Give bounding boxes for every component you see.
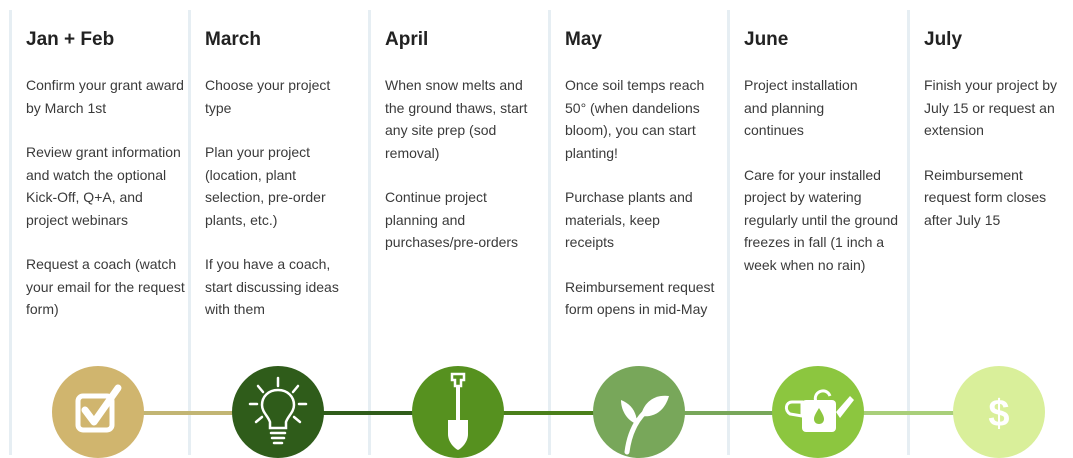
timeline-column-may: May Once soil temps reach 50° (when dand… bbox=[565, 28, 725, 343]
timeline-step: Once soil temps reach 50° (when dandelio… bbox=[565, 77, 705, 161]
timeline-column-jan-feb: Jan + Feb Confirm your grant award by Ma… bbox=[26, 28, 186, 343]
checkbox-icon bbox=[75, 384, 122, 433]
watering-can-icon bbox=[784, 389, 854, 432]
shovel-icon bbox=[448, 372, 468, 450]
timeline-step: Review grant information and watch the o… bbox=[26, 144, 181, 228]
timeline-step: Reimbursement request form opens in mid-… bbox=[565, 278, 715, 318]
month-title: May bbox=[565, 29, 602, 50]
month-title: March bbox=[205, 29, 261, 50]
timeline-step: When snow melts and the ground thaws, st… bbox=[385, 77, 528, 161]
timeline-step: If you have a coach, start discussing id… bbox=[205, 256, 339, 317]
month-title: April bbox=[385, 29, 429, 50]
milestone-circle-april bbox=[412, 366, 504, 458]
column-divider bbox=[727, 10, 730, 455]
sprout-icon bbox=[621, 395, 669, 455]
lightbulb-icon bbox=[248, 376, 308, 445]
milestone-circle-jan-feb bbox=[52, 366, 144, 458]
column-divider bbox=[188, 10, 191, 455]
timeline-step: Plan your project (location, plant selec… bbox=[205, 144, 326, 228]
milestone-circle-may bbox=[593, 366, 685, 458]
timeline-step: Purchase plants and materials, keep rece… bbox=[565, 189, 693, 250]
timeline-step: Continue project planning and purchases/… bbox=[385, 189, 519, 250]
timeline-column-june: June Project installation and planning c… bbox=[744, 28, 904, 298]
month-title: July bbox=[924, 29, 963, 50]
timeline-column-march: March Choose your project type Plan your… bbox=[205, 28, 365, 343]
column-divider bbox=[9, 10, 12, 455]
milestone-circle-march bbox=[232, 366, 324, 458]
column-divider bbox=[548, 10, 551, 455]
milestone-circle-july: $ bbox=[953, 366, 1045, 458]
timeline-step: Choose your project type bbox=[205, 77, 331, 116]
column-divider bbox=[368, 10, 371, 455]
month-title: June bbox=[744, 29, 789, 50]
timeline-step: Finish your project by July 15 or reques… bbox=[924, 77, 1058, 138]
timeline-connector bbox=[320, 411, 418, 415]
column-divider bbox=[907, 10, 910, 455]
timeline-connector bbox=[500, 411, 598, 415]
dollar-icon: $ bbox=[988, 393, 1009, 435]
timeline-connector bbox=[143, 411, 238, 415]
milestone-circle-june bbox=[772, 366, 864, 458]
timeline-step: Request a coach (watch your email for th… bbox=[26, 256, 185, 317]
timeline-connector bbox=[680, 411, 778, 415]
timeline-step: Project installation and planning contin… bbox=[744, 77, 858, 138]
timeline-column-april: April When snow melts and the ground tha… bbox=[385, 28, 545, 276]
timeline-step: Reimbursement request form closes after … bbox=[924, 166, 1047, 228]
svg-text:$: $ bbox=[988, 393, 1009, 435]
timeline-step: Confirm your grant award by March 1st bbox=[26, 77, 184, 116]
timeline-connector bbox=[860, 411, 958, 415]
month-title: Jan + Feb bbox=[26, 29, 115, 50]
timeline-column-july: July Finish your project by July 15 or r… bbox=[924, 28, 1073, 253]
timeline-step: Care for your installed project by water… bbox=[744, 166, 899, 273]
